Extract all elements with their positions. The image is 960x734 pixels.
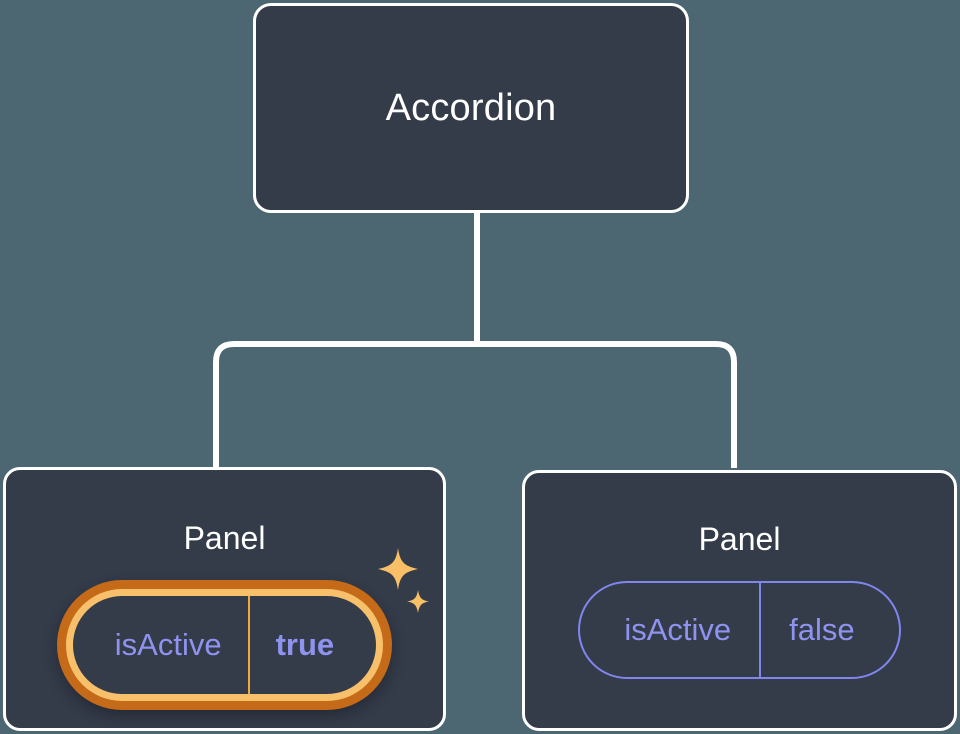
prop-pill-highlighted[interactable]: isActive true bbox=[56, 580, 393, 710]
prop-pill[interactable]: isActive false bbox=[578, 581, 901, 679]
prop-pill-wrapper: isActive true bbox=[56, 548, 430, 710]
tree-node-accordion[interactable]: Accordion bbox=[253, 3, 689, 213]
node-title: Panel bbox=[698, 521, 781, 557]
prop-key: isActive bbox=[114, 627, 222, 662]
tree-node-panel-active[interactable]: Panel isActive true bbox=[3, 467, 446, 731]
prop-value: true bbox=[247, 596, 377, 694]
node-title: Panel bbox=[183, 520, 266, 556]
tree-node-panel-inactive[interactable]: Panel isActive false bbox=[522, 470, 957, 731]
prop-pill-ring: isActive true bbox=[65, 589, 384, 701]
prop-value: false bbox=[759, 583, 898, 677]
prop-pill-body: isActive true bbox=[72, 596, 377, 694]
prop-key: isActive bbox=[624, 612, 732, 647]
connector-branch bbox=[213, 341, 737, 470]
sparkles-icon bbox=[378, 548, 430, 613]
node-title: Accordion bbox=[385, 87, 557, 129]
prop-pill-wrapper: isActive false bbox=[578, 581, 901, 679]
